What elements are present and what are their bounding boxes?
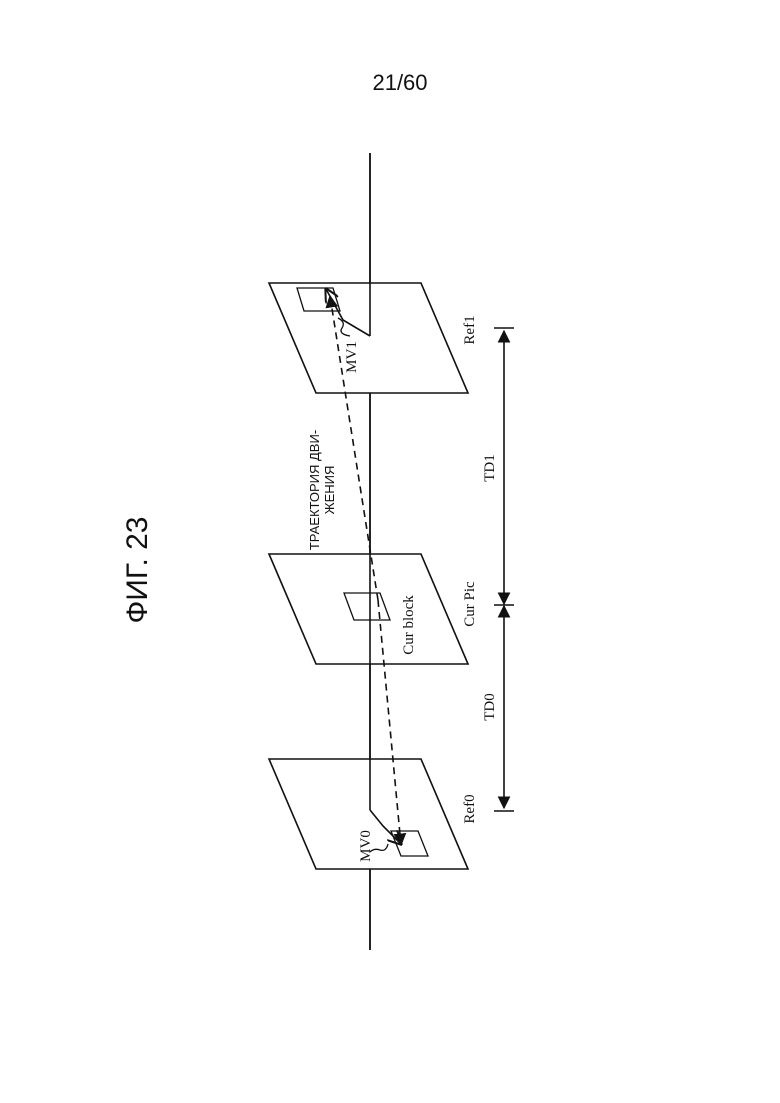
figure-title: ФИГ. 23 — [121, 517, 154, 624]
trajectory-label-line1: ТРАЕКТОРИЯ ДВИ- — [307, 430, 322, 550]
mv1-label: MV1 — [344, 341, 360, 373]
mv0-label: MV0 — [358, 830, 374, 862]
trajectory-label-line2: ЖЕНИЯ — [322, 466, 337, 515]
ref1-frame — [269, 283, 468, 393]
td1-label: TD1 — [482, 454, 498, 482]
current-block-label: Cur block — [401, 595, 417, 655]
current-picture-label: Cur Pic — [462, 581, 478, 627]
td0-label: TD0 — [482, 693, 498, 721]
ref0-label: Ref0 — [462, 794, 478, 823]
ref1-label: Ref1 — [462, 315, 478, 344]
current-picture-frame — [269, 554, 468, 664]
